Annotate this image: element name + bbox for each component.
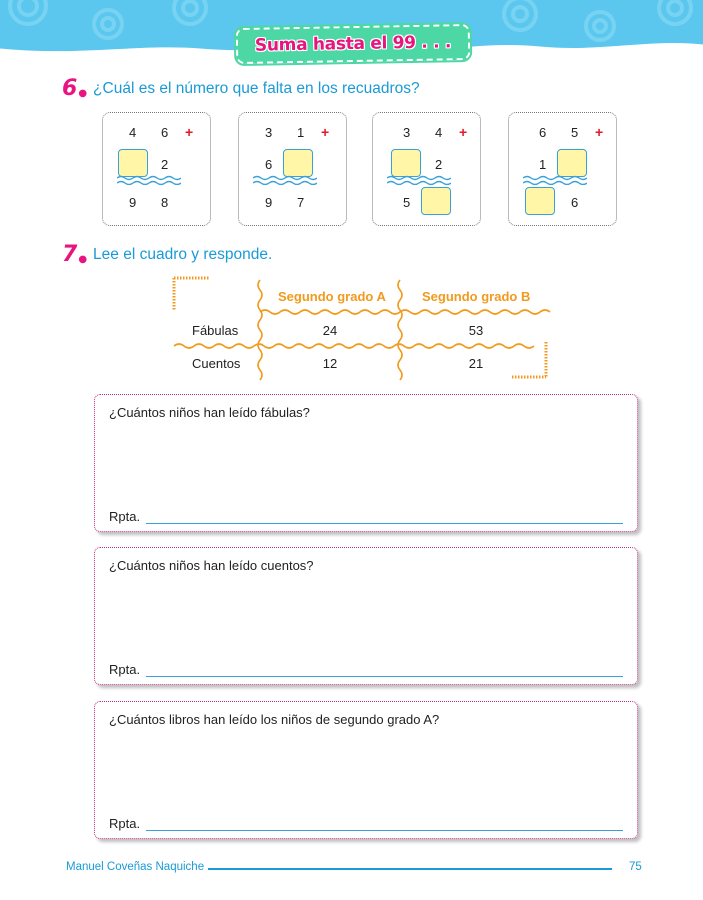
- answer-box[interactable]: [391, 149, 421, 177]
- question-text: ¿Cuántos libros han leído los niños de s…: [109, 712, 440, 727]
- answer-label: Rpta.: [109, 816, 141, 831]
- sum-wavy-line: [387, 175, 451, 185]
- answer-label: Rpta.: [109, 509, 141, 524]
- row-label-cuentos: Cuentos: [192, 356, 241, 371]
- title-badge: Suma hasta el 99 . . .: [233, 21, 473, 67]
- addition-card-2: 3 1 + 6 9 7: [238, 112, 347, 226]
- digit: 6: [571, 195, 579, 210]
- table-cell: 21: [468, 356, 484, 371]
- plus-sign: +: [185, 124, 194, 140]
- question-box-1: ¿Cuántos niños han leído fábulas? Rpta.: [94, 394, 638, 532]
- digit: 4: [435, 125, 443, 140]
- digit: 6: [539, 125, 547, 140]
- section-7-heading: 7● Lee el cuadro y responde.: [62, 244, 272, 266]
- question-box-3: ¿Cuántos libros han leído los niños de s…: [94, 701, 638, 839]
- digit: 9: [265, 195, 273, 210]
- digit: 3: [403, 125, 411, 140]
- question-text: ¿Cuántos niños han leído cuentos?: [109, 558, 314, 573]
- digit: 6: [265, 157, 273, 172]
- digit: 5: [571, 125, 579, 140]
- section-6-heading: 6● ¿Cuál es el número que falta en los r…: [62, 78, 420, 100]
- answer-box[interactable]: [421, 187, 451, 215]
- question-box-2: ¿Cuántos niños han leído cuentos? Rpta.: [94, 547, 638, 685]
- digit: 9: [129, 195, 137, 210]
- digit: 1: [297, 125, 305, 140]
- answer-box[interactable]: [118, 149, 148, 177]
- question-text: ¿Cuántos niños han leído fábulas?: [109, 405, 310, 420]
- plus-sign: +: [459, 124, 468, 140]
- digit: 7: [297, 195, 305, 210]
- column-header-grado-b: Segundo grado B: [422, 289, 531, 304]
- answer-box[interactable]: [525, 187, 555, 215]
- table-cell: 12: [322, 356, 338, 371]
- digit: 6: [161, 125, 169, 140]
- addition-card-1: 4 6 + 2 9 8: [102, 112, 211, 226]
- sum-wavy-line: [253, 175, 317, 185]
- section-7-instruction: Lee el cuadro y responde.: [93, 246, 273, 263]
- digit: 8: [161, 195, 169, 210]
- answer-line[interactable]: [146, 830, 623, 831]
- answer-box[interactable]: [283, 149, 313, 177]
- digit: 4: [129, 125, 137, 140]
- section-6-number: 6●: [62, 76, 88, 101]
- digit: 2: [435, 157, 443, 172]
- page-number: 75: [629, 861, 642, 873]
- answer-box[interactable]: [557, 149, 587, 177]
- row-label-fabulas: Fábulas: [192, 323, 239, 338]
- digit: 3: [265, 125, 273, 140]
- sum-wavy-line: [523, 175, 587, 185]
- footer-author: Manuel Coveñas Naquiche: [66, 861, 205, 873]
- section-7-number: 7●: [62, 242, 88, 267]
- plus-sign: +: [595, 124, 604, 140]
- digit: 2: [161, 157, 169, 172]
- page-title: Suma hasta el 99 . . .: [254, 32, 452, 56]
- digit: 5: [403, 195, 411, 210]
- answer-line[interactable]: [146, 523, 623, 524]
- column-header-grado-a: Segundo grado A: [278, 289, 386, 304]
- table-grid-lines: [172, 276, 551, 381]
- plus-sign: +: [321, 124, 330, 140]
- sum-wavy-line: [117, 175, 181, 185]
- table-cell: 53: [468, 323, 484, 338]
- table-cell: 24: [322, 323, 338, 338]
- answer-line[interactable]: [146, 676, 623, 677]
- footer-divider: [208, 868, 612, 870]
- digit: 1: [539, 157, 547, 172]
- reading-table: Segundo grado A Segundo grado B Fábulas …: [172, 276, 552, 384]
- section-6-instruction: ¿Cuál es el número que falta en los recu…: [93, 80, 420, 97]
- addition-card-4: 6 5 + 1 6: [508, 112, 617, 226]
- addition-card-3: 3 4 + 2 5: [372, 112, 481, 226]
- answer-label: Rpta.: [109, 662, 141, 677]
